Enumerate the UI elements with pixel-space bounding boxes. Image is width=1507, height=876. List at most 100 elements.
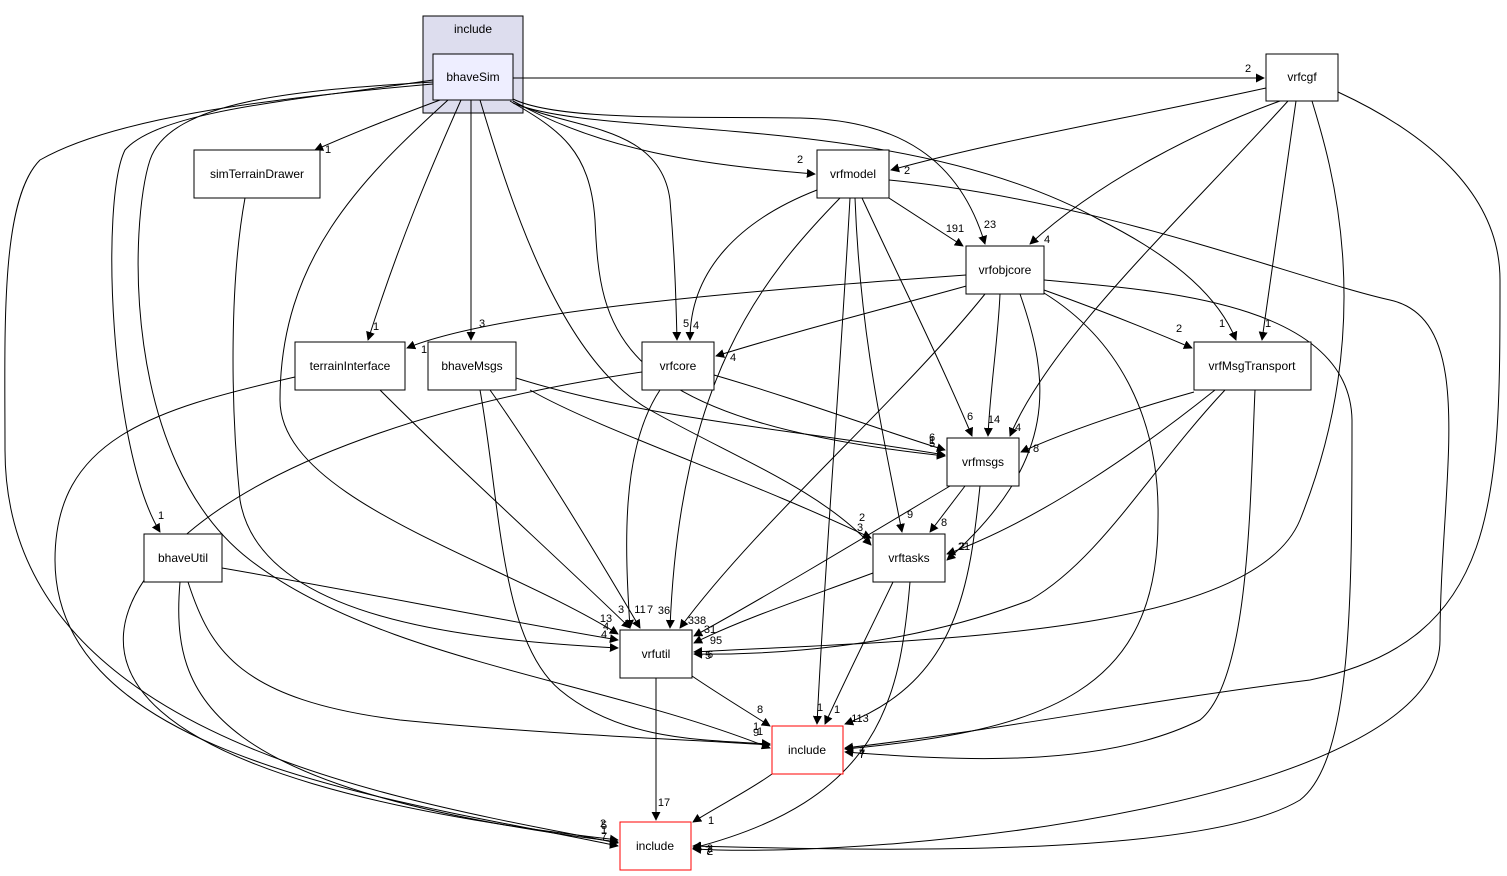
nodes-layer: bhaveSim vrfcgf simTerrainDrawer vrfmode…: [143, 53, 1339, 871]
edge-label-vrfmsgs-to-vrfutil[interactable]: 31: [704, 624, 716, 636]
edge-label-vrfmsgs-to-include_mid[interactable]: 113: [851, 713, 869, 725]
edge-label-bhaveSim-to-vrfcore[interactable]: 5: [683, 318, 689, 330]
edge-label-vrfcore-to-include_bottom[interactable]: 7: [601, 831, 607, 843]
edge-label-vrfobjcore-to-vrfMsgTransport[interactable]: 2: [1176, 323, 1182, 335]
node-label-vrfMsgTransport: vrfMsgTransport: [1209, 359, 1297, 373]
node-vrfobjcore[interactable]: vrfobjcore: [965, 245, 1045, 295]
node-label-vrfmsgs: vrfmsgs: [962, 455, 1004, 469]
edge-label-vrfutil-to-include_mid[interactable]: 8: [757, 704, 763, 716]
node-label-bhaveUtil: bhaveUtil: [158, 551, 208, 565]
edge-label-bhaveSim-to-vrfmsgs[interactable]: 1: [929, 435, 935, 447]
edge-vrfMsgTransport-to-vrftasks: [946, 389, 1216, 556]
edge-vrfmodel-to-vrfcore: [685, 189, 818, 341]
edge-vrftasks-to-include_mid: [824, 581, 894, 725]
edge-label-vrfmodel-to-vrfcore[interactable]: 4: [693, 320, 699, 332]
edge-label-vrfmodel-to-vrfobjcore[interactable]: 191: [946, 223, 964, 235]
edge-label-vrfMsgTransport-to-vrftasks[interactable]: 2: [959, 541, 965, 553]
edge-label-include_mid-to-include_bottom[interactable]: 1: [708, 815, 714, 827]
edge-label-vrftasks-to-include_bottom[interactable]: 7: [705, 845, 711, 857]
node-bhaveMsgs[interactable]: bhaveMsgs: [427, 341, 517, 391]
edge-label-vrftasks-to-vrfutil[interactable]: 95: [710, 635, 722, 647]
edge-label-bhaveSim-to-include_bottom[interactable]: 2: [600, 818, 606, 830]
edge-label-vrfmodel-to-vrfmsgs[interactable]: 6: [967, 411, 973, 423]
edge-label-vrfobjcore-to-vrftasks[interactable]: 21: [958, 541, 970, 553]
node-bhaveSim[interactable]: bhaveSim: [432, 53, 514, 101]
edge-bhaveUtil-to-include_bottom: [178, 581, 619, 846]
edge-label-bhaveSim-to-simTerrainDrawer[interactable]: 1: [325, 144, 331, 156]
edge-vrftasks-to-vrfutil: [693, 572, 874, 644]
node-include-bottom[interactable]: include: [619, 821, 692, 871]
node-vrfmsgs[interactable]: vrfmsgs: [946, 437, 1020, 487]
edge-label-vrfobjcore-to-vrfmsgs[interactable]: 14: [988, 414, 1000, 426]
node-vrfMsgTransport[interactable]: vrfMsgTransport: [1193, 341, 1312, 391]
edge-label-bhaveUtil-to-vrfutil[interactable]: 4: [603, 621, 609, 633]
edge-label-vrfobjcore-to-terrainInterface[interactable]: 1: [421, 344, 427, 356]
edge-bhaveSim-to-vrfmodel: [512, 100, 816, 178]
edge-label-bhaveMsgs-to-vrftasks[interactable]: 3: [857, 522, 863, 534]
edge-label-vrfobjcore-to-include_mid[interactable]: 7: [859, 748, 865, 760]
edge-label-bhaveSim-to-vrfmodel[interactable]: 2: [797, 154, 803, 166]
edge-label-vrfcore-to-vrfutil[interactable]: 11: [634, 604, 645, 616]
edge-label-vrfmodel-to-include_mid[interactable]: 1: [817, 702, 823, 714]
edge-label-bhaveMsgs-to-vrfmsgs[interactable]: 5: [929, 438, 935, 450]
edge-label-vrfcgf-to-vrfobjcore[interactable]: 4: [1044, 234, 1050, 246]
edge-label-bhaveSim-to-vrftasks[interactable]: 2: [859, 512, 865, 524]
edge-label-vrfmodel-to-include_bottom[interactable]: 2: [707, 846, 713, 858]
edge-label-vrftasks-to-include_mid[interactable]: 1: [834, 704, 840, 716]
edge-vrfcgf-to-vrfobjcore: [1029, 100, 1281, 245]
edge-label-bhaveSim-to-bhaveUtil[interactable]: 1: [158, 510, 164, 522]
edge-label-vrfmodel-to-vrftasks[interactable]: 9: [907, 509, 913, 521]
node-terrainInterface[interactable]: terrainInterface: [294, 341, 406, 391]
edge-label-vrfcgf-to-include_mid[interactable]: 1: [859, 745, 865, 757]
edge-vrfMsgTransport-to-vrfmsgs: [1020, 391, 1195, 453]
edge-label-bhaveSim-to-vrfMsgTransport[interactable]: 1: [1219, 318, 1225, 330]
edge-label-vrfobjcore-to-include_bottom[interactable]: 2: [707, 843, 713, 855]
edge-bhaveUtil-to-vrfutil: [221, 567, 619, 644]
edge-label-vrfobjcore-to-vrfutil[interactable]: 338: [688, 615, 706, 627]
edge-vrfcgf-to-vrfmodel: [890, 87, 1267, 173]
edge-label-terrainInterface-to-include_bottom[interactable]: 1: [601, 825, 607, 837]
edge-label-terrainInterface-to-vrfutil[interactable]: 3: [618, 604, 624, 616]
node-label-vrfutil: vrfutil: [642, 647, 671, 661]
edge-label-vrfcgf-to-vrfutil[interactable]: 6: [707, 649, 713, 661]
edge-bhaveSim-to-include_mid: [137, 81, 771, 750]
edge-label-bhaveMsgs-to-vrfutil[interactable]: 7: [647, 604, 653, 616]
edge-bhaveSim-to-terrainInterface: [366, 99, 462, 341]
edge-label-vrfMsgTransport-to-vrfmsgs[interactable]: 8: [1033, 443, 1039, 455]
edge-label-bhaveSim-to-vrfobjcore[interactable]: 23: [984, 219, 996, 231]
node-bhaveUtil[interactable]: bhaveUtil: [143, 533, 223, 583]
node-vrfmodel[interactable]: vrfmodel: [816, 149, 890, 199]
edge-bhaveMsgs-to-vrftasks: [529, 389, 872, 539]
node-vrftasks[interactable]: vrftasks: [872, 533, 946, 583]
node-simTerrainDrawer[interactable]: simTerrainDrawer: [193, 149, 321, 199]
edge-vrfmodel-to-vrfobjcore: [888, 197, 964, 247]
edge-label-vrfmsgs-to-vrftasks[interactable]: 8: [941, 517, 947, 529]
edge-label-bhaveMsgs-to-include_mid[interactable]: 1: [753, 721, 759, 733]
node-vrfcgf[interactable]: vrfcgf: [1265, 53, 1339, 102]
edge-vrfcgf-to-include_mid: [844, 91, 1501, 752]
edge-label-bhaveSim-to-vrfutil[interactable]: 13: [600, 613, 612, 625]
edge-label-bhaveUtil-to-include_bottom[interactable]: 5: [601, 820, 607, 832]
edge-label-bhaveUtil-to-include_mid[interactable]: 9: [753, 727, 759, 739]
edge-label-bhaveSim-to-terrainInterface[interactable]: 1: [373, 321, 379, 333]
edge-vrfmodel-to-include_bottom: [692, 179, 1450, 854]
edge-vrfobjcore-to-vrfmsgs: [983, 293, 1001, 437]
edge-label-vrfmodel-to-vrfutil[interactable]: 36: [658, 605, 670, 617]
edge-label-vrfutil-to-include_bottom[interactable]: 17: [658, 797, 670, 809]
node-include-mid[interactable]: include: [771, 725, 844, 775]
edge-label-bhaveSim-to-bhaveMsgs[interactable]: 3: [479, 318, 485, 330]
edge-label-vrfcgf-to-vrfmsgs[interactable]: 4: [1015, 422, 1021, 434]
edge-label-vrfMsgTransport-to-include_mid[interactable]: 7: [859, 749, 865, 761]
edge-label-vrfcgf-to-vrfMsgTransport[interactable]: 1: [1265, 318, 1271, 330]
edge-label-vrfcore-to-vrfmsgs[interactable]: 6: [929, 432, 935, 444]
edge-label-bhaveSim-to-include_mid[interactable]: 1: [757, 726, 763, 738]
edge-label-vrfobjcore-to-vrfcore[interactable]: 4: [730, 352, 736, 364]
edge-label-vrfcgf-to-vrfmodel[interactable]: 2: [904, 165, 910, 177]
edge-label-bhaveSim-to-vrfcgf[interactable]: 2: [1245, 63, 1251, 75]
edge-label-simTerrainDrawer-to-vrfutil[interactable]: 4: [601, 629, 607, 641]
edge-vrfobjcore-to-vrfMsgTransport: [1043, 289, 1193, 349]
edge-label-vrfMsgTransport-to-vrfutil[interactable]: 5: [705, 650, 711, 662]
node-vrfcore[interactable]: vrfcore: [641, 341, 715, 391]
node-vrfutil[interactable]: vrfutil: [619, 629, 693, 679]
